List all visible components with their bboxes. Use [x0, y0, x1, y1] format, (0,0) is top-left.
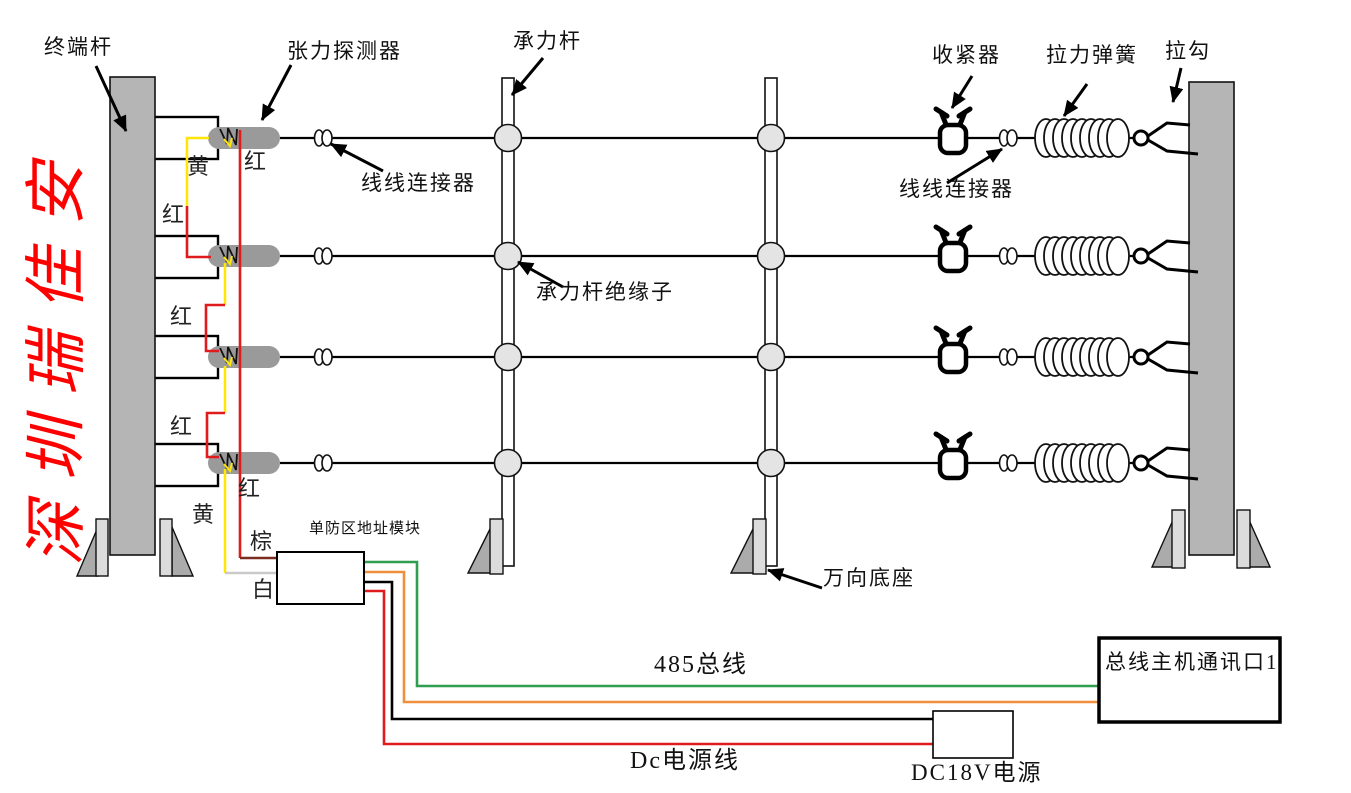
terminal-pole-left [109, 76, 156, 556]
red-wire-label-2: 红 [170, 304, 193, 329]
pole-bases [75, 509, 1272, 577]
red-wire-label-3: 红 [170, 414, 193, 439]
dc18v-power-label: DC18V电源 [911, 760, 1043, 785]
wire-connector-left-label: 线线连接器 [361, 171, 476, 195]
bearing-pole-insulators [493, 123, 786, 478]
sensor-wiring [185, 130, 277, 575]
bearing-pole-2 [764, 77, 778, 567]
universal-base-label: 万向底座 [823, 566, 915, 590]
dc-power-line-label: Dc电源线 [630, 748, 740, 774]
tension-detector-label: 张力探测器 [287, 39, 402, 63]
bus-host-port-box [1097, 636, 1282, 724]
tension-springs [1034, 118, 1130, 483]
wire-connector-right-label: 线线连接器 [899, 177, 1014, 201]
pull-hook-label: 拉勾 [1165, 39, 1211, 63]
bearing-pole-label: 承力杆 [513, 29, 582, 53]
terminal-pole-label: 终端杆 [44, 35, 113, 59]
tightener-label: 收紧器 [932, 43, 1001, 67]
bus-485-label: 485总线 [654, 652, 748, 678]
red-wire-label-main: 红 [244, 149, 267, 174]
bus-host-port-label: 总线主机通讯口1 [1105, 650, 1279, 674]
yellow-wire-label-bottom: 黄 [192, 502, 215, 527]
dc18v-power-box [932, 710, 1014, 759]
zone-address-module-box [276, 551, 365, 605]
terminal-pole-right [1188, 81, 1235, 556]
white-wire-label: 白 [252, 577, 275, 602]
module-wiring [364, 560, 1099, 746]
yellow-wire-label-top: 黄 [187, 154, 210, 179]
red-wire-label-bottom: 红 [238, 476, 261, 501]
red-wire-label-1: 红 [162, 202, 185, 227]
insulator-label: 承力杆绝缘子 [536, 280, 674, 304]
brand-watermark: 深圳瑞佳安 [22, 126, 92, 570]
annotation-arrows [94, 57, 1184, 590]
tension-detectors [207, 126, 281, 475]
detector-boxes [151, 115, 220, 488]
tighteners [936, 109, 970, 478]
zone-address-module-label: 单防区地址模块 [309, 521, 422, 537]
tension-spring-label: 拉力弹簧 [1046, 43, 1138, 67]
bearing-pole-1 [501, 77, 515, 567]
brown-wire-label: 棕 [250, 529, 273, 554]
fence-wires [280, 136, 1134, 465]
